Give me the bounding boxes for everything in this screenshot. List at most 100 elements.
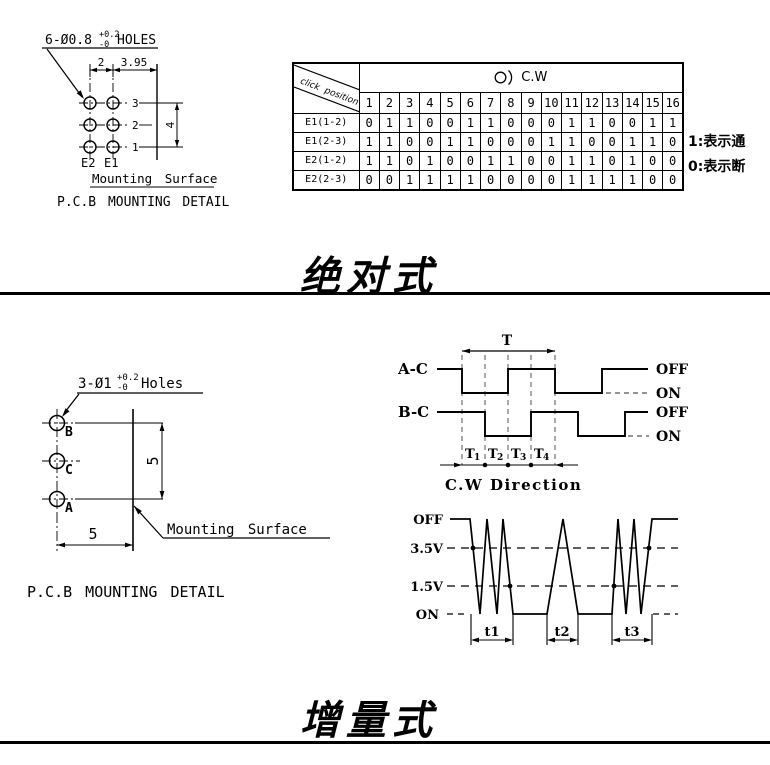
value-cell: 1 (581, 113, 603, 133)
interval-t1-label: t1 (484, 625, 499, 640)
period-label: T (502, 333, 513, 349)
column-header-13: 13 (601, 91, 623, 115)
value-cell: 1 (540, 132, 563, 152)
value-cell: 1 (439, 132, 461, 152)
value-cell: 0 (520, 132, 542, 152)
value-cell: 1 (358, 132, 380, 152)
trace-b-off-label: OFF (656, 405, 688, 421)
value-cell: 0 (662, 132, 684, 152)
value-cell: 1 (378, 113, 401, 133)
value-cell: 1 (601, 170, 623, 191)
dim-v5-label: 5 (144, 456, 162, 465)
value-cell: 1 (398, 170, 421, 191)
leader-arrow (62, 408, 70, 417)
t1-mark-sub: 1 (474, 453, 480, 463)
level-off-label: OFF (413, 513, 444, 528)
interval-arrows (471, 637, 652, 643)
column-header-15: 15 (641, 91, 664, 115)
holes-note-tol-plus: +0.2 (99, 30, 119, 40)
hole-label-c: C (65, 463, 73, 478)
holes-note-prefix: 3-Ø1 (78, 376, 112, 392)
value-cell: 0 (500, 113, 522, 133)
terminal-label-e2: E2 (81, 156, 95, 170)
trace-a-on-label: ON (656, 386, 681, 402)
value-cell: 1 (459, 113, 482, 133)
mounting-surface-label: Mounting Surface (167, 522, 307, 538)
t4-mark: T (534, 447, 544, 462)
value-cell: 1 (621, 151, 644, 171)
value-cell: 0 (378, 170, 401, 191)
column-header-3: 3 (398, 91, 421, 115)
value-cell: 1 (419, 151, 441, 171)
value-cell: 0 (500, 132, 522, 152)
trace-a-waveform (437, 368, 648, 394)
section-title-incremental: 增量式 (300, 697, 438, 744)
value-cell: 0 (439, 151, 461, 171)
dim-3-95-label: 3.95 (121, 56, 148, 69)
column-header-8: 8 (500, 91, 522, 115)
value-cell: 1 (560, 170, 583, 191)
value-cell: 1 (479, 113, 502, 133)
row-label-1: E1(2-3) (292, 132, 360, 152)
value-cell: 1 (479, 151, 502, 171)
column-header-9: 9 (520, 91, 542, 115)
value-cell: 1 (641, 132, 664, 152)
leader-line (64, 393, 80, 413)
level-on-label: ON (416, 608, 439, 623)
value-cell: 0 (601, 132, 623, 152)
click-position-corner-cell: click position (292, 62, 360, 114)
mounting-surface-callout: Mounting Surface (133, 505, 330, 539)
cw-direction-label: C.W Direction (445, 476, 582, 494)
drawing-caption: P.C.B MOUNTING DETAIL (57, 195, 230, 210)
column-header-6: 6 (459, 91, 482, 115)
row-label-2: E2(1-2) (292, 151, 360, 171)
quarter-period-marks: T 1 T 2 T 3 T 4 (440, 447, 578, 468)
hole-pattern (42, 409, 163, 551)
value-cell: 0 (398, 132, 421, 152)
hole-label-a: A (65, 501, 73, 516)
value-cell: 0 (641, 170, 664, 191)
value-cell: 1 (581, 170, 603, 191)
t1-mark: T (465, 447, 475, 462)
holes-note-prefix: 6-Ø0.8 (45, 33, 92, 48)
value-cell: 0 (500, 170, 522, 191)
legend-on: 1:表示通 (688, 134, 746, 150)
value-cell: 0 (601, 151, 623, 171)
value-cell: 0 (540, 113, 563, 133)
corner-diagonal-lines (294, 64, 358, 112)
vertical-dimension: 5 (144, 423, 165, 499)
value-cell: 1 (459, 170, 482, 191)
pcb-drawing-6-holes: 6-Ø0.8 +0.2 -0 HOLES 2 3.95 3 2 1 (42, 30, 230, 210)
value-cell: 1 (378, 132, 401, 152)
column-header-16: 16 (662, 91, 684, 115)
column-header-5: 5 (439, 91, 461, 115)
drawing-caption: P.C.B MOUNTING DETAIL (27, 583, 225, 601)
dim-2-label: 2 (98, 56, 105, 69)
value-cell: 0 (662, 151, 684, 171)
value-cell: 0 (520, 151, 542, 171)
section-divider-1 (0, 292, 770, 295)
trace-a-off-label: OFF (656, 362, 688, 378)
trace-b-waveform (437, 411, 648, 437)
horizontal-dimension: 5 (57, 525, 133, 548)
holes-note-suffix: HOLES (117, 33, 156, 48)
trace-b-label: B-C (398, 403, 429, 421)
value-cell: 0 (439, 113, 461, 133)
value-cell: 0 (479, 132, 502, 152)
value-cell: 1 (378, 151, 401, 171)
trace-a-label: A-C (397, 360, 428, 378)
value-cell: 0 (621, 113, 644, 133)
pin-label-3: 3 (132, 97, 139, 110)
interval-t3-label: t3 (624, 625, 639, 640)
value-cell: 1 (358, 151, 380, 171)
value-cell: 1 (439, 170, 461, 191)
value-cell: 1 (641, 113, 664, 133)
value-cell: 1 (581, 151, 603, 171)
holes-note-tol-minus: -0 (117, 383, 128, 393)
t4-mark-sub: 4 (543, 453, 549, 463)
